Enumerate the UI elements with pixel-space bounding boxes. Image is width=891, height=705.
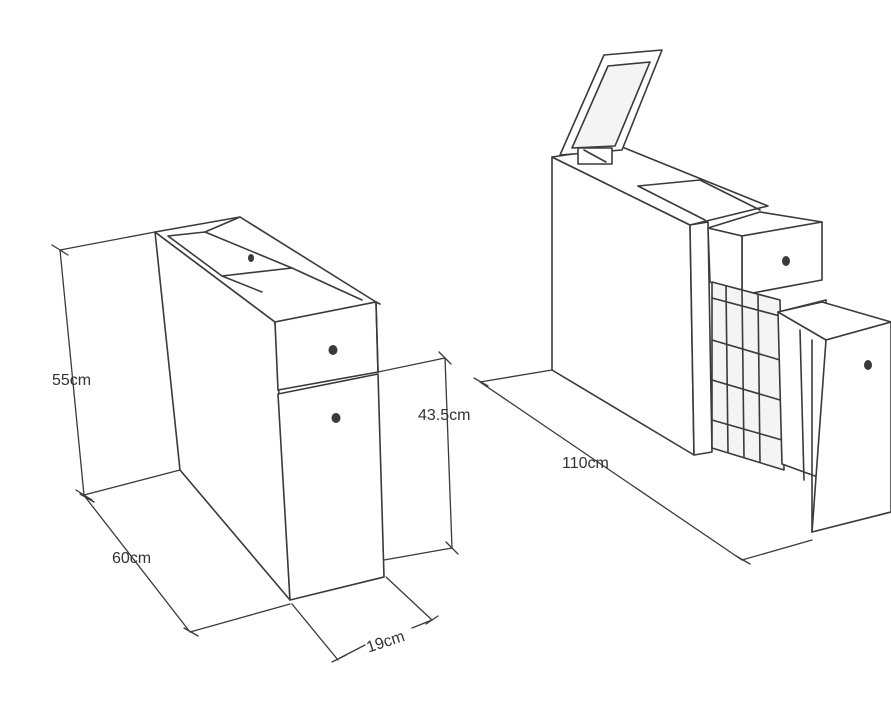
drawer-knob-icon	[328, 345, 338, 355]
label-depth: 60cm	[112, 550, 151, 567]
cabinet-door	[277, 373, 385, 601]
dimension-height-lower: 43.5cm	[377, 351, 470, 561]
pulled-door-front	[811, 321, 891, 533]
shelf-unit-frame	[711, 281, 785, 471]
opened-front-edge	[689, 221, 713, 456]
closed-cabinet	[154, 216, 385, 601]
dimension-extended-depth: 110cm	[473, 369, 813, 565]
door-knob-icon	[331, 413, 341, 423]
label-height-total: 55cm	[52, 372, 91, 389]
label-width: 19cm	[364, 628, 406, 656]
label-extended-depth: 110cm	[562, 455, 609, 472]
dimension-height-total: 55cm	[51, 231, 181, 501]
pulled-door-knob-icon	[864, 360, 872, 370]
dimension-depth: 60cm	[79, 493, 291, 637]
opened-cabinet	[551, 49, 891, 533]
label-height-lower: 43.5cm	[418, 407, 470, 424]
pulled-door-top	[777, 301, 891, 341]
lid-inner	[571, 61, 651, 149]
lid-knob-icon	[248, 254, 254, 262]
pulled-drawer-knob-icon	[782, 256, 790, 266]
